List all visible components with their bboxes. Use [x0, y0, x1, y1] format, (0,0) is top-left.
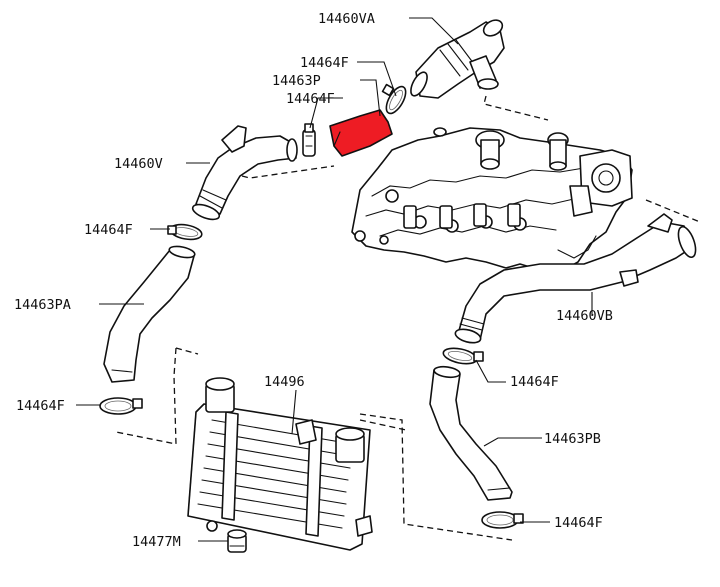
label-14464f-right-upper: 14464F	[510, 374, 559, 390]
hose-14463pb	[429, 365, 513, 501]
label-14464f-upper-bottom: 14464F	[286, 91, 335, 107]
label-14464f-left-lower: 14464F	[16, 398, 65, 414]
clamp-upper-top	[381, 83, 407, 115]
label-14463p: 14463P	[272, 73, 321, 89]
hose-14463pa	[103, 245, 196, 383]
pipe-14460vb	[454, 213, 697, 344]
mount-14477m	[227, 529, 247, 553]
label-14460v: 14460V	[114, 156, 163, 172]
intercooler-14496	[187, 377, 373, 551]
assembly-dashed-lines	[115, 95, 701, 541]
hose-14460va	[410, 19, 505, 99]
pipe-14460v	[191, 125, 298, 221]
label-14460va: 14460VA	[318, 11, 375, 27]
label-14496: 14496	[264, 374, 305, 390]
label-14463pa: 14463PA	[14, 297, 71, 313]
label-14477m: 14477M	[132, 534, 181, 550]
engine-block	[351, 127, 633, 273]
clamp-right-upper	[442, 347, 484, 365]
leader-lines	[76, 17, 593, 542]
label-14460vb: 14460VB	[556, 308, 613, 324]
label-14464f-upper-top: 14464F	[300, 55, 349, 71]
clamp-left-upper	[167, 223, 203, 241]
label-14463pb: 14463PB	[544, 431, 601, 447]
label-14464f-right-lower: 14464F	[554, 515, 603, 531]
label-14464f-left-upper: 14464F	[84, 222, 133, 238]
part-labels: 14460VA 14464F 14463P 14464F 14460V 1446…	[14, 11, 613, 550]
hose-14463p-highlight	[329, 109, 393, 157]
clamp-upper-bottom	[302, 123, 316, 157]
clamp-left-lower	[99, 397, 143, 415]
clamp-right-lower	[481, 511, 524, 529]
